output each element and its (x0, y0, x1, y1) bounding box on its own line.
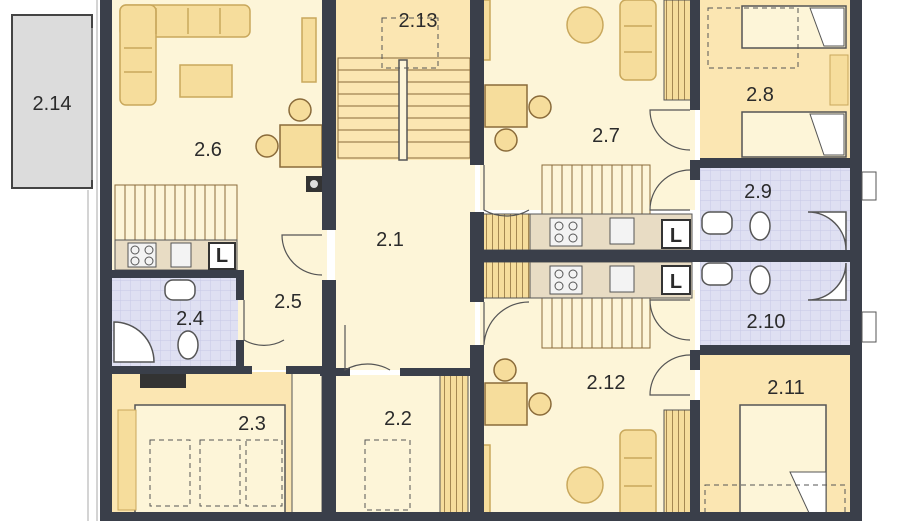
wardrobe-2-8 (663, 0, 695, 101)
kitchen-mark-left: L (216, 245, 228, 267)
room-label-2-12: 2.12 (587, 372, 626, 394)
room-label-2-1: 2.1 (376, 229, 404, 251)
appliance-2-3 (140, 372, 186, 388)
stairs-2-7 (541, 164, 651, 216)
bath-fixtures-2-9 (701, 211, 847, 251)
room-label-2-10: 2.10 (747, 311, 786, 333)
cabinet-2-6 (301, 17, 317, 83)
floor-2-1 (335, 160, 475, 370)
dining-set-2-7 (484, 84, 552, 152)
walls (100, 0, 862, 521)
rug-2-8 (707, 7, 799, 69)
bed-lower-2-8 (741, 111, 847, 158)
kitchen-mark-upper: L (670, 225, 682, 247)
appliance-dot (310, 180, 318, 188)
bath-fixtures-2-10 (701, 262, 847, 301)
stairs-2-13 (337, 17, 471, 161)
nightstand-2-8 (829, 54, 849, 106)
room-label-2-13: 2.13 (399, 10, 438, 32)
bath-fixtures-2-4 (113, 279, 199, 363)
room-label-2-14: 2.14 (33, 93, 72, 115)
dining-set-2-6 (255, 98, 323, 168)
room-label-2-9: 2.9 (744, 181, 772, 203)
room-label-2-6: 2.6 (194, 139, 222, 161)
bed-2-11 (704, 404, 846, 521)
wardrobe-2-11 (663, 409, 695, 521)
room-label-2-3: 2.3 (238, 413, 266, 435)
room-label-2-5: 2.5 (274, 291, 302, 313)
sofa-2-6 (119, 4, 251, 106)
round-table-2-12 (566, 466, 604, 504)
room-label-2-4: 2.4 (176, 308, 204, 330)
door-swings (243, 109, 691, 396)
bed-upper-2-8 (741, 5, 847, 49)
dining-set-2-12 (484, 358, 552, 426)
rug-2-2 (364, 439, 411, 511)
kitchen-counter-upper (481, 213, 693, 251)
sofa-2-7 (619, 0, 657, 81)
kitchen-counter-left (114, 239, 238, 271)
kitchen-counter-lower (481, 261, 693, 299)
room-label-2-11: 2.11 (767, 377, 804, 399)
room-label-2-8: 2.8 (746, 84, 774, 106)
terrace-2-14 (11, 14, 93, 189)
stairs-2-6 (114, 184, 238, 241)
stairs-2-12 (541, 295, 651, 349)
kitchen-mark-lower: L (670, 271, 682, 293)
wardrobe-2-3 (291, 371, 323, 521)
bed-2-3 (117, 404, 286, 516)
windows-right (861, 171, 877, 343)
room-label-2-2: 2.2 (384, 408, 412, 430)
sofa-2-12 (619, 429, 657, 521)
round-table-2-7 (566, 6, 604, 44)
room-label-2-7: 2.7 (592, 125, 620, 147)
wardrobe-2-2 (439, 371, 469, 521)
coffee-table-2-6 (179, 64, 233, 98)
